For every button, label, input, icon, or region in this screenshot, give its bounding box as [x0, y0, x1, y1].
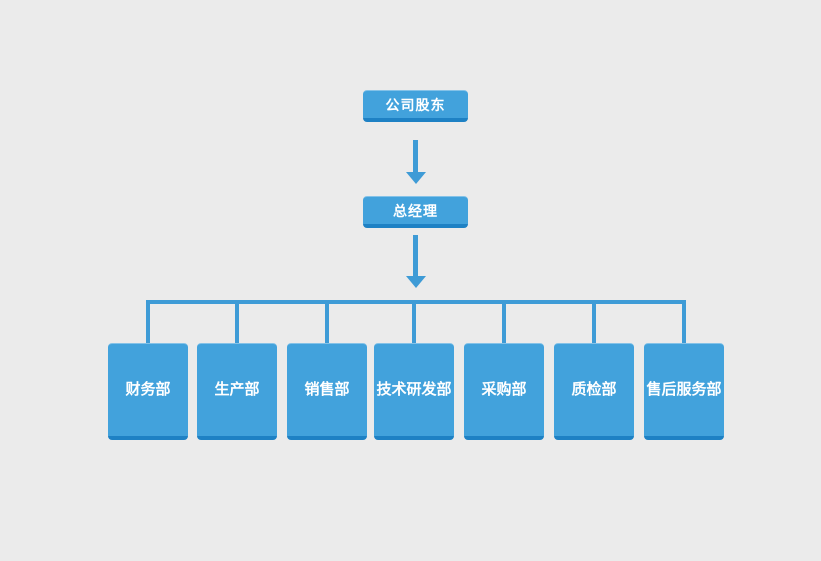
- connector-drop: [235, 300, 239, 344]
- connector-arrow-shaft: [413, 235, 418, 277]
- org-node-label: 技术研发部: [376, 381, 452, 398]
- org-node-label: 财务部: [125, 381, 171, 398]
- org-node-production-dept[interactable]: 生产部: [197, 343, 277, 440]
- connector-arrow-shaft: [413, 140, 418, 173]
- org-node-quality-dept[interactable]: 质检部: [554, 343, 634, 440]
- org-node-rnd-dept[interactable]: 技术研发部: [374, 343, 454, 440]
- org-node-label: 采购部: [481, 381, 527, 398]
- org-node-label: 公司股东: [385, 96, 446, 113]
- connector-drop: [502, 300, 506, 344]
- org-node-label: 销售部: [304, 381, 350, 398]
- arrow-down-icon: [406, 172, 426, 184]
- arrow-down-icon: [406, 276, 426, 288]
- connector-drop: [412, 300, 416, 344]
- connector-drop: [592, 300, 596, 344]
- org-node-label: 售后服务部: [646, 381, 722, 398]
- org-node-label: 生产部: [214, 381, 260, 398]
- org-node-label: 总经理: [393, 202, 438, 219]
- connector-drop: [146, 300, 150, 344]
- connector-horizontal-rail: [146, 300, 686, 304]
- org-node-sales-dept[interactable]: 销售部: [287, 343, 367, 440]
- org-node-aftersales-dept[interactable]: 售后服务部: [644, 343, 724, 440]
- org-node-label: 质检部: [571, 381, 617, 398]
- org-node-purchasing-dept[interactable]: 采购部: [464, 343, 544, 440]
- org-node-general-manager[interactable]: 总经理: [363, 196, 468, 228]
- connector-drop: [682, 300, 686, 344]
- org-node-shareholders[interactable]: 公司股东: [363, 90, 468, 122]
- connector-drop: [325, 300, 329, 344]
- org-node-finance-dept[interactable]: 财务部: [108, 343, 188, 440]
